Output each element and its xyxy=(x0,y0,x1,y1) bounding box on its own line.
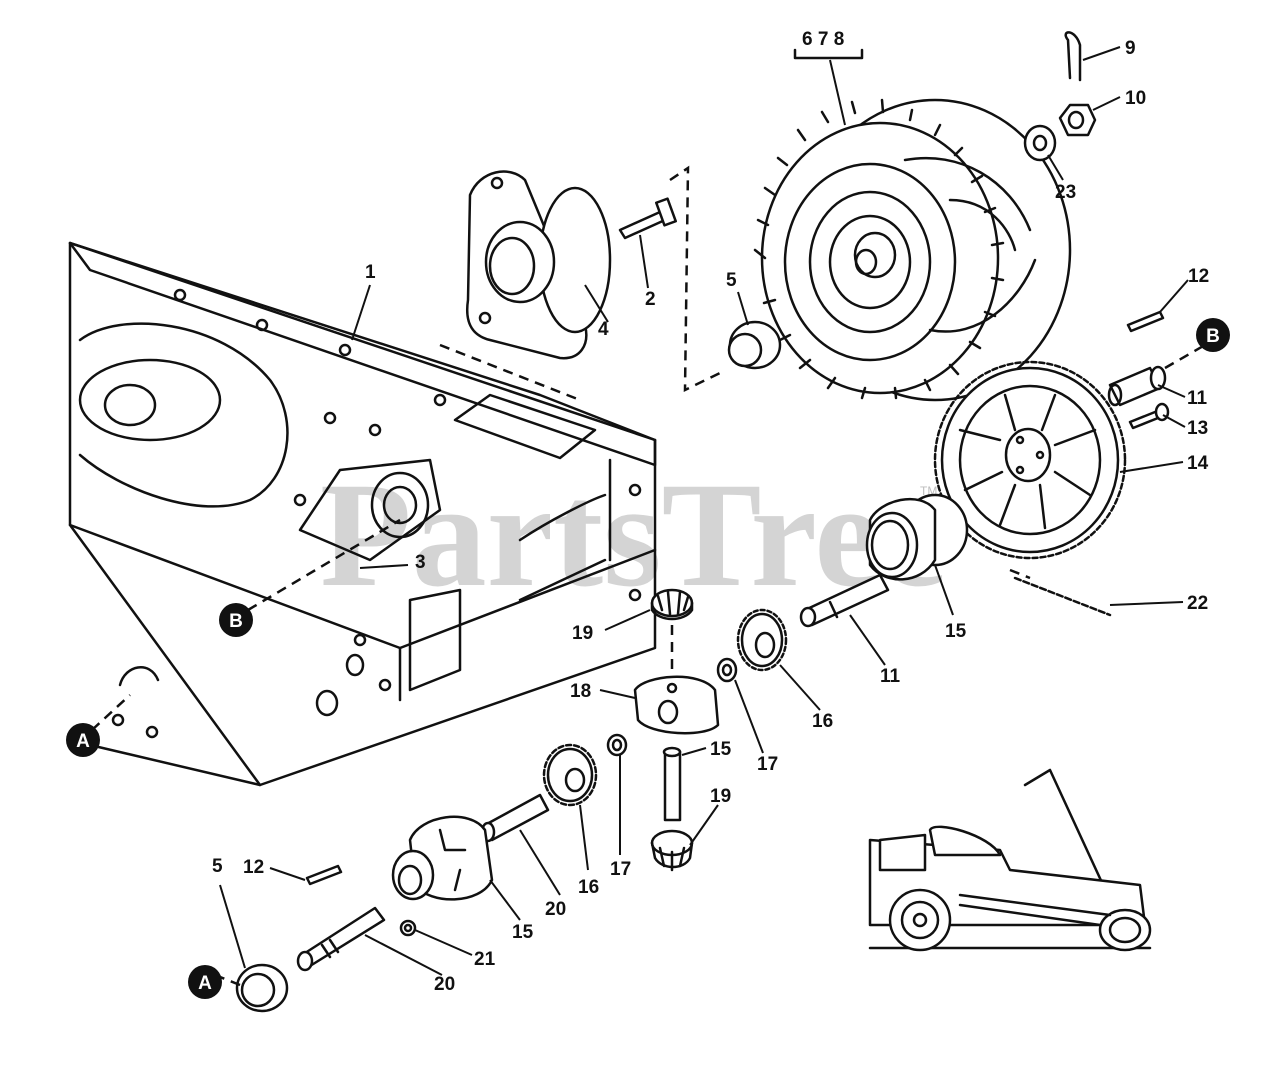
cotter-pin xyxy=(1064,31,1082,82)
label-part-5-top: 5 xyxy=(726,270,737,291)
thrust-washer-bottom xyxy=(606,733,628,757)
label-part-13: 13 xyxy=(1187,418,1208,439)
axle-stub-top xyxy=(1107,365,1167,407)
label-part-12-bottom: 12 xyxy=(243,857,264,878)
label-part-16-mid: 16 xyxy=(812,711,833,732)
callout-a-left-text: A xyxy=(76,731,90,752)
nut-21 xyxy=(399,919,417,937)
label-part-16-bottom: 16 xyxy=(578,877,599,898)
pinion-gear-bottom xyxy=(650,829,694,872)
label-part-19-top: 19 xyxy=(572,623,593,644)
thrust-washer-mid xyxy=(716,657,738,683)
wheel-assembly xyxy=(753,98,1072,402)
washer-23 xyxy=(1023,124,1057,162)
drive-chain xyxy=(1013,576,1112,617)
guide-line-a xyxy=(91,694,131,731)
leader-lines xyxy=(219,46,1189,976)
frame-plate xyxy=(68,241,657,787)
label-part-3: 3 xyxy=(415,552,426,573)
label-part-14: 14 xyxy=(1187,453,1209,474)
bearing-housing xyxy=(466,170,612,360)
callout-a-bottom: A xyxy=(188,965,222,999)
label-part-5-bottom: 5 xyxy=(212,856,223,877)
label-part-9: 9 xyxy=(1125,38,1136,59)
callout-b-right: B xyxy=(1196,318,1230,352)
axle-shaft-mid-20 xyxy=(480,793,550,843)
cross-block xyxy=(633,675,720,735)
differential-housing-bottom xyxy=(391,815,494,901)
bevel-gear-bottom xyxy=(542,743,598,807)
guide-line-chain xyxy=(1009,568,1031,580)
label-part-20-bottom: 20 xyxy=(434,974,455,995)
pinion-gear-top xyxy=(650,588,694,621)
label-6-7-8: 6 7 8 xyxy=(802,29,844,50)
label-part-10: 10 xyxy=(1125,88,1146,109)
differential-housing-right xyxy=(865,493,969,581)
callout-b-left: B xyxy=(219,603,253,637)
frame-bottom-edge xyxy=(88,743,262,787)
bushing-bottom xyxy=(235,963,289,1013)
part-labels: 1 2 3 4 5 5 9 10 11 11 12 12 13 14 15 15… xyxy=(212,38,1209,995)
axle-shaft-mid xyxy=(799,573,890,628)
bolt-13 xyxy=(1128,402,1170,430)
label-part-12-top: 12 xyxy=(1188,266,1209,287)
label-part-15-mid: 15 xyxy=(710,739,732,760)
callout-a-bottom-text: A xyxy=(198,973,212,994)
hex-nut xyxy=(1058,103,1097,137)
roll-pin-top xyxy=(1126,310,1165,333)
callout-b-left-text: B xyxy=(229,611,243,632)
label-part-4: 4 xyxy=(598,319,609,340)
label-part-20-mid: 20 xyxy=(545,899,566,920)
callout-a-left: A xyxy=(66,723,100,757)
guide-line-b-left xyxy=(247,518,401,612)
callout-b-right-text: B xyxy=(1206,326,1220,347)
guide-line-housing xyxy=(439,343,581,402)
bevel-gear-mid xyxy=(736,608,788,672)
label-part-19-bottom: 19 xyxy=(710,786,731,807)
label-part-18: 18 xyxy=(570,681,591,702)
label-part-1: 1 xyxy=(365,262,376,283)
label-part-22: 22 xyxy=(1187,593,1208,614)
label-part-11-top: 11 xyxy=(1187,388,1208,409)
guide-line-b-right xyxy=(1164,343,1206,370)
label-part-23: 23 xyxy=(1055,182,1076,203)
label-part-15-bottom: 15 xyxy=(512,922,534,943)
cross-shaft xyxy=(662,746,682,822)
label-part-17-bottom: 17 xyxy=(610,859,631,880)
tractor-inset xyxy=(868,768,1152,952)
label-part-17-mid: 17 xyxy=(757,754,778,775)
leader-678 xyxy=(829,59,846,126)
axle-shaft-bottom xyxy=(296,906,386,972)
label-part-21: 21 xyxy=(474,949,496,970)
guide-line-bolt xyxy=(669,165,723,393)
label-part-2: 2 xyxy=(645,289,656,310)
bolt xyxy=(618,197,677,240)
label-part-15-right: 15 xyxy=(945,621,967,642)
sprocket xyxy=(933,360,1127,560)
bushing-top xyxy=(727,320,782,370)
roll-pin-bottom xyxy=(305,864,343,886)
bracket-678 xyxy=(793,48,864,60)
label-part-11-mid: 11 xyxy=(880,666,901,687)
